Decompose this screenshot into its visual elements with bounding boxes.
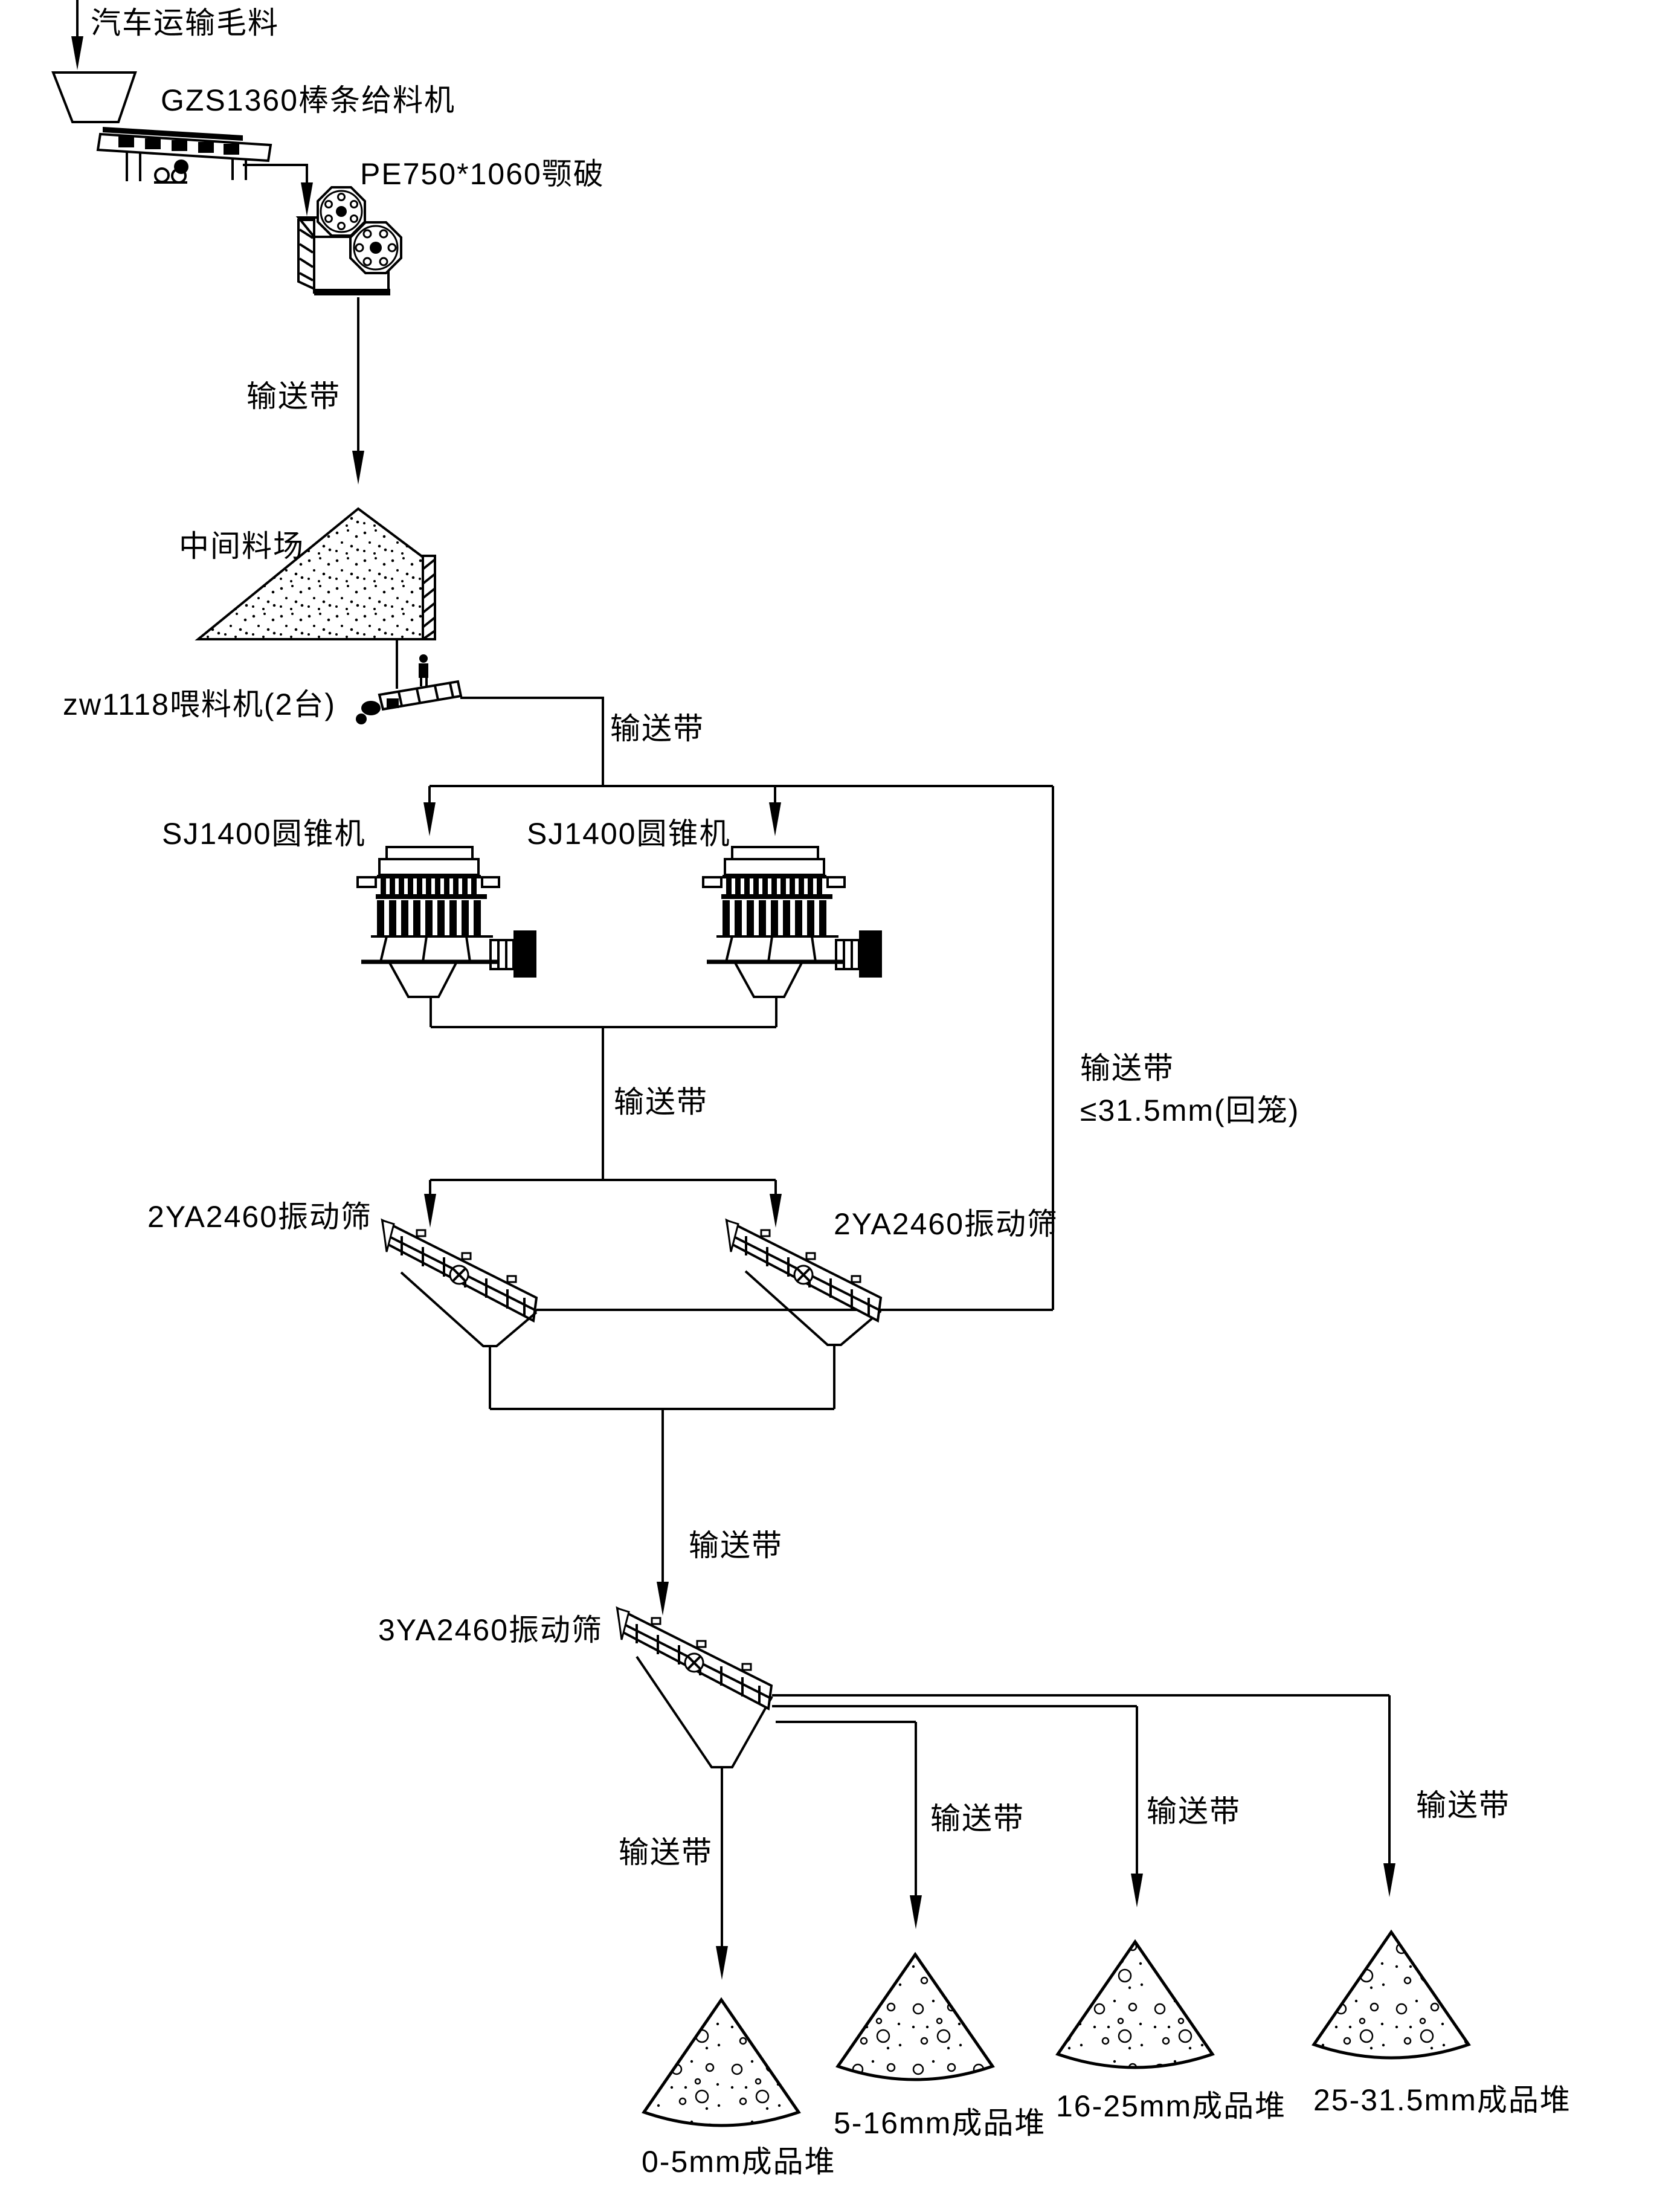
- label-bar-feeder: GZS1360棒条给料机: [161, 83, 456, 117]
- label-return-conveyor: 输送带: [1080, 1051, 1174, 1085]
- label-conveyor-pile-25-315: 输送带: [1416, 1788, 1510, 1822]
- label-pile-25-315: 25-31.5mm成品堆: [1313, 2083, 1571, 2117]
- label-truck-feed: 汽车运输毛料: [91, 6, 279, 40]
- label-conveyor-3ya: 输送带: [689, 1529, 783, 1562]
- funnel-right: [744, 1270, 882, 1346]
- jaw-crusher-glyph: [295, 186, 402, 295]
- product-pile-16-25: [1055, 1939, 1215, 2069]
- label-conveyor-cones: 输送带: [610, 712, 704, 746]
- cone-crusher-right-glyph: [702, 846, 882, 998]
- label-pile-0-5: 0-5mm成品堆: [642, 2145, 836, 2179]
- label-jaw-crusher: PE750*1060颚破: [360, 157, 605, 191]
- screen-2ya-right-glyph: [725, 1218, 883, 1323]
- label-conveyor-pile-5-16: 输送带: [930, 1802, 1025, 1835]
- cone-crusher-left-glyph: [356, 846, 536, 998]
- funnel-left: [400, 1271, 538, 1347]
- funnel-3ya: [636, 1655, 773, 1768]
- label-screen-2ya-right: 2YA2460振动筛: [834, 1207, 1059, 1241]
- stockpile-glyph: [195, 507, 436, 640]
- product-pile-5-16: [835, 1951, 995, 2081]
- label-screen-3ya: 3YA2460振动筛: [378, 1613, 603, 1647]
- screen-3ya-glyph: [616, 1606, 773, 1711]
- label-stockyard: 中间料场: [179, 529, 304, 563]
- label-cone-right: SJ1400圆锥机: [527, 817, 731, 851]
- zw-feeder-glyph: [356, 654, 463, 724]
- label-cone-left: SJ1400圆锥机: [162, 817, 366, 851]
- label-conveyor-pile-0-5: 输送带: [619, 1835, 713, 1869]
- arrowheads: [71, 36, 1395, 1980]
- bar-feeder-glyph: [51, 71, 272, 184]
- label-conveyor-stockyard: 输送带: [246, 379, 341, 413]
- label-zw-feeder: zw1118喂料机(2台): [63, 688, 336, 721]
- product-pile-0-5: [642, 1997, 801, 2127]
- label-conveyor-screens: 输送带: [614, 1085, 708, 1119]
- product-pile-25-315: [1311, 1929, 1471, 2060]
- label-conveyor-pile-16-25: 输送带: [1147, 1794, 1241, 1828]
- label-return-spec: ≤31.5mm(回笼): [1080, 1094, 1300, 1127]
- label-pile-16-25: 16-25mm成品堆: [1056, 2089, 1287, 2123]
- label-screen-2ya-left: 2YA2460振动筛: [147, 1200, 373, 1234]
- label-pile-5-16: 5-16mm成品堆: [834, 2106, 1046, 2140]
- screen-2ya-left-glyph: [381, 1218, 538, 1323]
